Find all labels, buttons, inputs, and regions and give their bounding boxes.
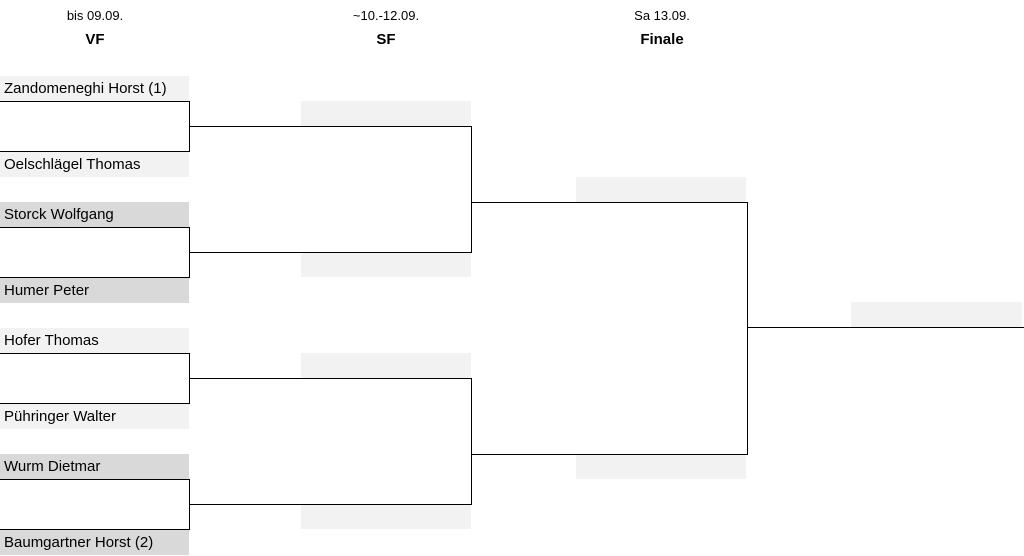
qf-match-2-top-line <box>0 227 190 228</box>
qf-player-slot-4: Humer Peter <box>0 278 189 303</box>
qf-match-2-bottom-line <box>0 277 190 278</box>
sf-slot-1 <box>301 101 471 126</box>
qf-match-1-top-line <box>0 101 190 102</box>
final-connector-line <box>747 327 1024 328</box>
round-final-date: Sa 13.09. <box>634 8 690 23</box>
round-final-name: Finale <box>640 31 684 48</box>
sf-slot-4 <box>301 504 471 529</box>
qf-match-3-top-line <box>0 353 190 354</box>
qf-match-4-connector-line <box>189 504 472 505</box>
qf-player-slot-6: Pühringer Walter <box>0 404 189 429</box>
final-slot-1 <box>576 177 746 202</box>
winner-slot <box>851 302 1022 327</box>
sf-slot-2 <box>301 252 471 277</box>
qf-match-4-top-line <box>0 479 190 480</box>
final-vertical-line <box>747 202 748 455</box>
qf-match-3-connector-line <box>189 378 472 379</box>
qf-match-1-bottom-line <box>0 151 190 152</box>
round-sf-date: ~10.-12.09. <box>352 8 420 23</box>
qf-player-slot-7: Wurm Dietmar <box>0 454 189 479</box>
qf-match-2-connector-line <box>189 252 472 253</box>
qf-match-1-connector-line <box>189 126 472 127</box>
qf-player-slot-2: Oelschlägel Thomas <box>0 152 189 177</box>
round-vf-date: bis 09.09. <box>66 8 124 23</box>
qf-match-4-bottom-line <box>0 529 190 530</box>
round-sf-name: SF <box>376 31 396 48</box>
final-slot-2 <box>576 454 746 479</box>
qf-match-3-bottom-line <box>0 403 190 404</box>
sf-match-2-vertical-line <box>471 378 472 505</box>
qf-player-slot-1: Zandomeneghi Horst (1) <box>0 76 189 101</box>
qf-player-slot-5: Hofer Thomas <box>0 328 189 353</box>
qf-player-slot-3: Storck Wolfgang <box>0 202 189 227</box>
qf-player-slot-8: Baumgartner Horst (2) <box>0 530 189 555</box>
sf-match-2-connector-line <box>471 454 748 455</box>
sf-slot-3 <box>301 353 471 378</box>
sf-match-1-vertical-line <box>471 126 472 253</box>
round-vf-name: VF <box>85 31 105 48</box>
sf-match-1-connector-line <box>471 202 748 203</box>
